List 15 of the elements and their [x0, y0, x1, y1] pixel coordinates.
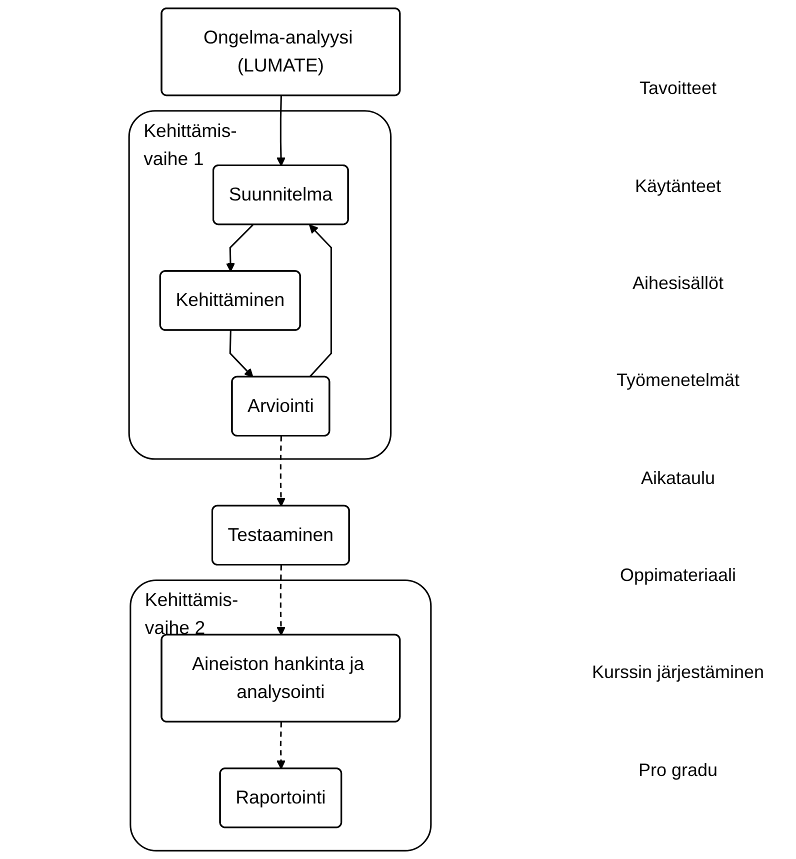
side-note: Työmenetelmät [615, 370, 741, 392]
arrow [226, 224, 254, 272]
arrow [308, 224, 332, 378]
side-note: Aihesisällöt [631, 272, 725, 294]
side-note: Oppimateriaali [618, 565, 738, 586]
arrow [276, 565, 286, 636]
side-note: Kurssin järjestäminen [590, 662, 766, 684]
arrow [276, 96, 286, 166]
arrow [276, 722, 286, 770]
side-note: Tavoitteet [638, 78, 718, 100]
side-note: Käytänteet [634, 176, 722, 197]
arrow [229, 330, 254, 378]
side-note: Aikataulu [640, 468, 716, 489]
arrow [276, 436, 286, 507]
side-note: Pro gradu [637, 760, 719, 781]
